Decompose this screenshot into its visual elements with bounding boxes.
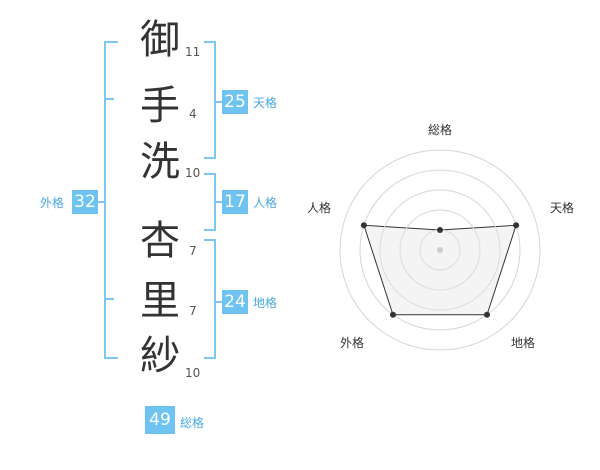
radar-point-5 xyxy=(360,222,367,229)
radar-point-1 xyxy=(437,227,443,233)
axis-label-jinkaku: 人格 xyxy=(307,201,332,215)
jinkaku-value: 17 xyxy=(222,190,248,214)
radar-point-4 xyxy=(389,311,396,318)
chikaku-value: 24 xyxy=(222,290,248,314)
name-char-5: 里 xyxy=(140,278,180,324)
soukaku-value: 49 xyxy=(145,406,175,434)
radar-inner-ring xyxy=(379,189,501,311)
radar-inner-ring xyxy=(399,209,481,291)
name-char-4: 杏 xyxy=(140,218,180,264)
jinkaku-bracket xyxy=(204,173,216,231)
stroke-count-3: 10 xyxy=(185,166,201,180)
tenkaku-label: 天格 xyxy=(253,96,278,110)
radar-ring xyxy=(359,169,521,331)
name-char-2: 手 xyxy=(140,83,180,129)
tenkaku-connector xyxy=(216,101,222,103)
stroke-count-5: 7 xyxy=(189,304,197,318)
name-char-3: 洗 xyxy=(140,139,180,185)
axis-label-soukaku: 総格 xyxy=(428,123,453,137)
name-char-1: 御 xyxy=(140,17,180,63)
axis-label-chikaku: 地格 xyxy=(511,336,536,350)
soukaku-label: 総格 xyxy=(180,416,205,430)
gaikaku-value: 32 xyxy=(72,190,98,214)
tenkaku-value: 25 xyxy=(222,90,248,114)
radar-point-3 xyxy=(484,311,491,318)
tenkaku-bracket xyxy=(204,41,216,159)
gaikaku-tick-1 xyxy=(104,98,114,100)
stroke-count-1: 11 xyxy=(185,45,201,59)
radar-center xyxy=(437,247,443,253)
chikaku-label: 地格 xyxy=(253,296,278,310)
jinkaku-label: 人格 xyxy=(253,196,278,210)
stroke-count-6: 10 xyxy=(185,366,201,380)
gaikaku-connector xyxy=(98,201,104,203)
axis-label-gaikaku: 外格 xyxy=(340,336,365,350)
stroke-count-2: 4 xyxy=(189,107,197,121)
gaikaku-label: 外格 xyxy=(40,196,65,210)
radar-ring xyxy=(339,149,541,351)
axis-label-tenkaku: 天格 xyxy=(550,201,575,215)
stroke-count-4: 7 xyxy=(189,244,197,258)
name-char-6: 紗 xyxy=(140,333,180,379)
radar-point-2 xyxy=(513,222,520,229)
chikaku-bracket xyxy=(204,239,216,359)
chikaku-connector xyxy=(216,301,222,303)
gaikaku-tick-2 xyxy=(104,298,114,300)
gaikaku-bracket xyxy=(104,41,118,359)
jinkaku-connector xyxy=(216,201,222,203)
